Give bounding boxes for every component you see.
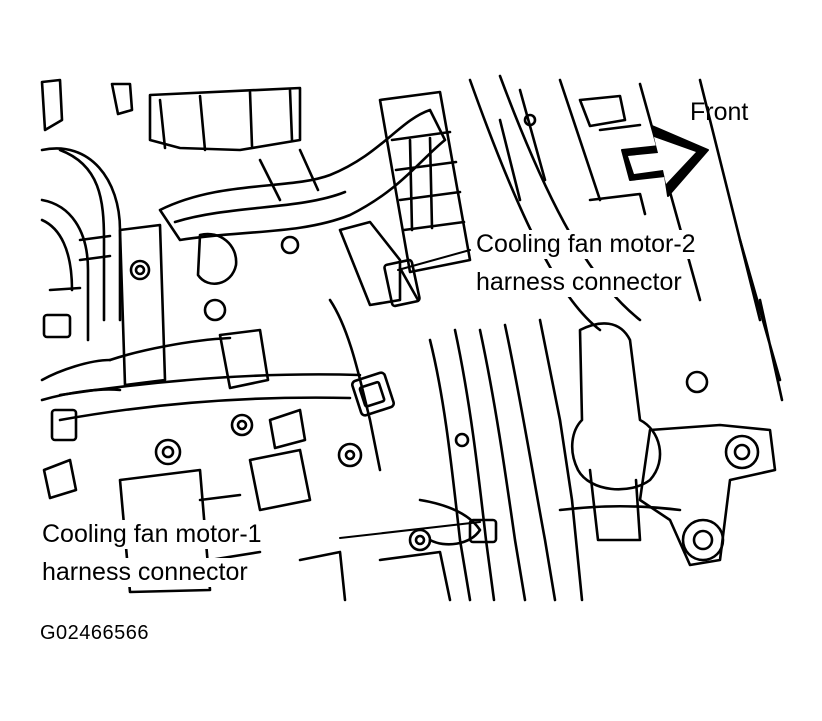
mount-bracket <box>638 423 777 567</box>
upper-radiator-hose <box>158 108 447 242</box>
motor2-callout-line1: Cooling fan motor-2 <box>474 230 698 259</box>
ribbed-cover <box>378 90 472 274</box>
figure-id: G02466566 <box>40 622 150 644</box>
motor2-connector-body <box>383 258 421 308</box>
engine-block <box>118 223 167 387</box>
motor2-callout-line2: harness connector <box>474 268 684 297</box>
intake-box <box>148 86 302 152</box>
reservoir <box>570 322 662 491</box>
front-label: Front <box>690 98 749 126</box>
motor2-leader-line <box>397 249 471 271</box>
coolant-pipe <box>58 373 362 422</box>
motor1-callout-line2: harness connector <box>40 558 250 587</box>
motor1-callout-line1: Cooling fan motor-1 <box>40 520 264 549</box>
motor1-connector-body <box>351 371 395 417</box>
left-connector <box>42 313 72 339</box>
upper-housing <box>40 78 134 132</box>
vertical-hose <box>428 328 496 602</box>
motor1-leader-line <box>339 521 481 539</box>
